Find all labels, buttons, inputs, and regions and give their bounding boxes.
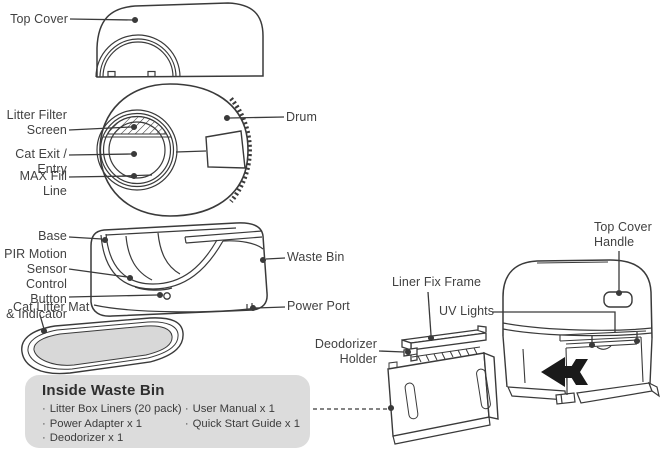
- label-pir-motion-sensor: PIR Motion Sensor: [4, 247, 67, 276]
- list-item: ·Litter Box Liners (20 pack): [42, 402, 185, 417]
- label-top-cover: Top Cover: [10, 12, 68, 26]
- bullet: ·: [42, 403, 46, 415]
- list-item-text: Power Adapter x 1: [49, 417, 143, 430]
- inside-waste-bin-panel: Inside Waste Bin ·Litter Box Liners (20 …: [25, 375, 310, 448]
- drum-serrated-edge: [229, 97, 252, 203]
- assembled-unit-drawing: [502, 259, 660, 405]
- label-liner-fix-frame: Liner Fix Frame: [392, 275, 482, 289]
- list-item: ·Power Adapter x 1: [42, 417, 185, 432]
- list-item-text: User Manual x 1: [192, 403, 275, 415]
- label-drum: Drum: [286, 110, 317, 124]
- litter-filter-screen-hatch: [106, 116, 168, 135]
- inside-waste-bin-column-2: ·User Manual x 1 ·Quick Start Guide x 1: [185, 402, 300, 446]
- label-control-button-indicator: Control Button & Indicator: [6, 277, 67, 321]
- list-item-text: Quick Start Guide x 1: [192, 417, 300, 430]
- inside-waste-bin-column-1: ·Litter Box Liners (20 pack) ·Power Adap…: [42, 402, 185, 446]
- label-waste-bin: Waste Bin: [287, 250, 345, 264]
- drum-drawing: [96, 83, 252, 217]
- liner-fix-frame-drawing: [401, 325, 487, 362]
- label-power-port: Power Port: [287, 299, 350, 313]
- label-uv-lights: UV Lights: [439, 304, 495, 318]
- label-cat-exit-entry: Cat Exit / Entry: [15, 147, 67, 176]
- label-top-cover-handle: Top Cover Handle: [594, 220, 652, 249]
- list-item-text: Litter Box Liners (20 pack): [49, 403, 182, 415]
- label-max-fill-line: MAX Fill Line: [19, 169, 67, 198]
- bullet: ·: [184, 417, 189, 430]
- leader-lines: [39, 16, 641, 412]
- uv-light-strip: [565, 339, 639, 349]
- list-item-text: Deodorizer x 1: [49, 432, 124, 444]
- base-drawing: [90, 222, 268, 317]
- bullet: ·: [184, 403, 189, 415]
- waste-bin-drawing: [387, 346, 499, 445]
- bullet: ·: [42, 417, 46, 430]
- inside-waste-bin-columns: ·Litter Box Liners (20 pack) ·Power Adap…: [42, 402, 300, 446]
- label-litter-filter-screen: Litter Filter Screen: [6, 108, 67, 137]
- cat-litter-mat-drawing: [21, 317, 184, 375]
- label-deodorizer-holder: Deodorizer Holder: [314, 337, 377, 366]
- bullet: ·: [42, 432, 46, 444]
- drum-chute: [205, 130, 246, 169]
- list-item: ·Quick Start Guide x 1: [185, 417, 300, 432]
- list-item: ·User Manual x 1: [185, 402, 300, 417]
- label-base: Base: [38, 229, 67, 243]
- label-cat-litter-mat: Cat Litter Mat: [13, 300, 90, 314]
- list-item: ·Deodorizer x 1: [42, 431, 185, 446]
- pull-out-arrow-icon: [541, 357, 588, 387]
- inside-waste-bin-title: Inside Waste Bin: [42, 382, 165, 399]
- top-cover-drawing: [95, 2, 264, 78]
